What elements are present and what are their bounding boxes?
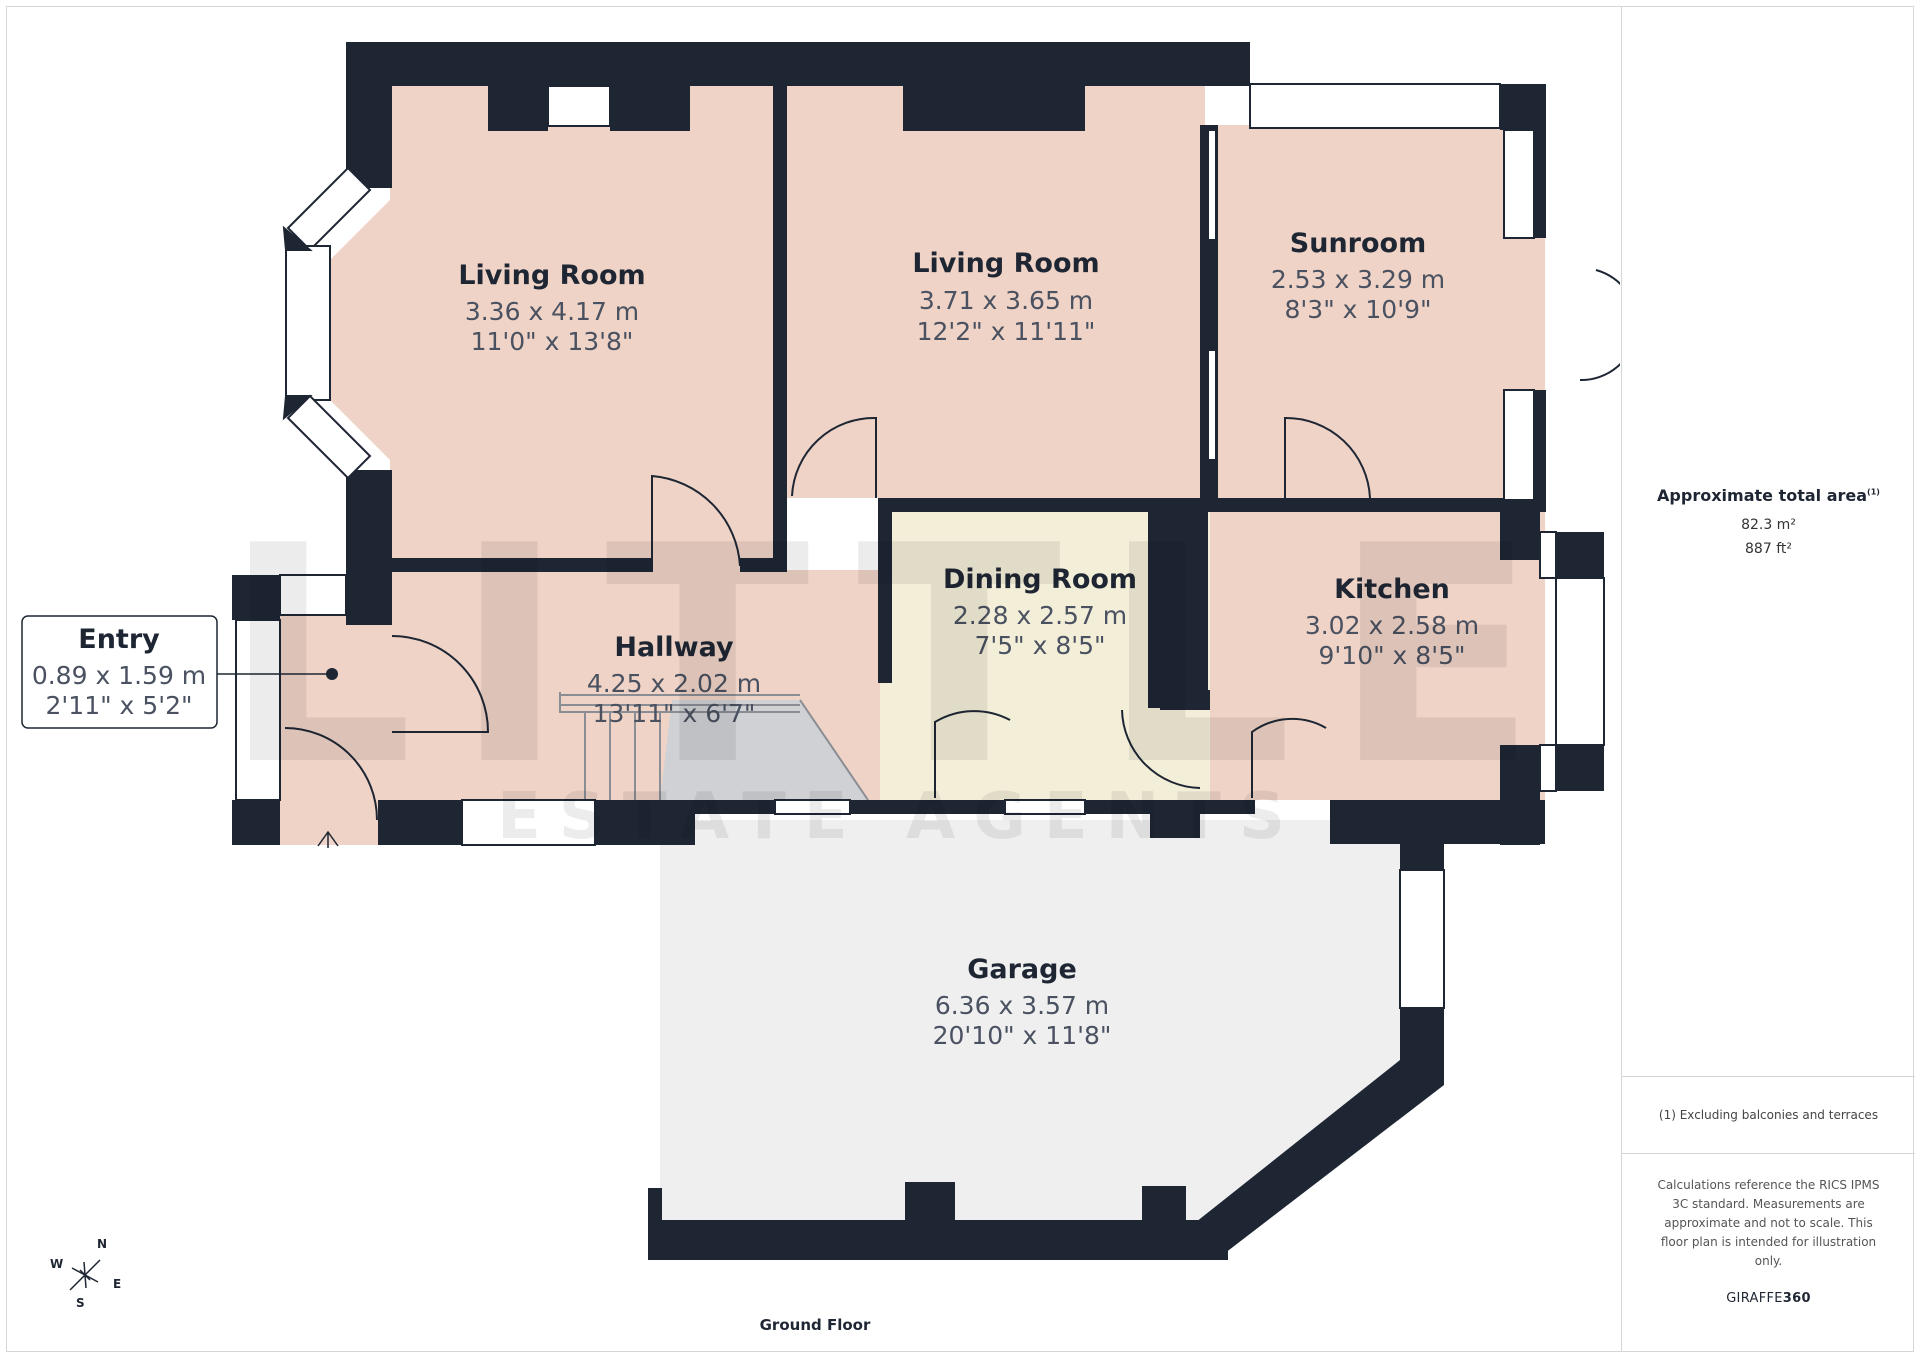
living-room-left-name: Living Room bbox=[458, 260, 645, 291]
area-imperial: 887 ft² bbox=[1745, 541, 1792, 557]
living-room-center-metric: 3.71 x 3.65 m bbox=[919, 286, 1093, 315]
wall-sunroom-top-right bbox=[1500, 84, 1546, 130]
wall-dining-chimney bbox=[1148, 508, 1208, 708]
floor-label: Ground Floor bbox=[759, 1316, 871, 1334]
wall-left-upper bbox=[346, 42, 392, 188]
wall-bottom-g bbox=[1330, 800, 1545, 844]
brand-light: GIRAFFE bbox=[1726, 1291, 1783, 1306]
windows bbox=[235, 83, 1605, 1009]
floor-plan: Living Room 3.36 x 4.17 m 11'0" x 13'8" … bbox=[21, 42, 1620, 1310]
wall-dining-top bbox=[878, 498, 1546, 512]
wall-hall-top-b bbox=[740, 558, 787, 572]
wall-dining-left bbox=[878, 498, 892, 683]
wall-garage-post-b bbox=[1142, 1186, 1186, 1222]
chimney-breast-center bbox=[903, 86, 1085, 131]
dining-room-imperial: 7'5" x 8'5" bbox=[974, 631, 1105, 660]
area-block: Approximate total area(1) 82.3 m² 887 ft… bbox=[1622, 486, 1915, 557]
watermark: LITTLE ESTATE AGENTS bbox=[222, 482, 1577, 854]
wall-garage-post-a bbox=[905, 1182, 955, 1222]
sunroom-floor bbox=[1205, 125, 1545, 505]
compass-north: N bbox=[97, 1237, 107, 1251]
sunroom-name: Sunroom bbox=[1290, 228, 1426, 259]
wall-left-lower bbox=[346, 470, 392, 625]
entry-metric: 0.89 x 1.59 m bbox=[32, 661, 206, 690]
sunroom-metric: 2.53 x 3.29 m bbox=[1271, 265, 1445, 294]
wall-sunroom-right bbox=[1532, 130, 1546, 238]
kitchen-metric: 3.02 x 2.58 m bbox=[1305, 611, 1479, 640]
garage-metric: 6.36 x 3.57 m bbox=[935, 991, 1109, 1020]
wall-sunroom-right-low bbox=[1532, 390, 1546, 498]
compass-east: E bbox=[113, 1277, 121, 1291]
info-sidebar: Approximate total area(1) 82.3 m² 887 ft… bbox=[1621, 6, 1915, 1352]
bay-window bbox=[282, 166, 372, 480]
garage-name: Garage bbox=[967, 954, 1077, 985]
wall-hall-top-a bbox=[392, 558, 652, 572]
brand-bold: 360 bbox=[1782, 1291, 1811, 1306]
living-room-center-floor bbox=[780, 86, 1205, 498]
room-floors bbox=[280, 86, 1545, 1220]
door-swings bbox=[284, 269, 1620, 821]
dining-room-name: Dining Room bbox=[943, 564, 1137, 595]
living-room-left-metric: 3.36 x 4.17 m bbox=[465, 297, 639, 326]
wall-bottom-c bbox=[695, 800, 775, 814]
room-labels: Living Room 3.36 x 4.17 m 11'0" x 13'8" … bbox=[458, 228, 1479, 1050]
wall-dining-right-ledge bbox=[1160, 690, 1210, 710]
wall-bottom-d bbox=[850, 800, 1005, 814]
hallway-metric: 4.25 x 2.02 m bbox=[587, 669, 761, 698]
compass-south: S bbox=[76, 1296, 85, 1310]
wall-living-divider bbox=[773, 86, 787, 570]
wall-kitchen-right bbox=[1500, 500, 1540, 560]
kitchen-name: Kitchen bbox=[1334, 574, 1450, 605]
wall-entry-left-top bbox=[232, 575, 280, 620]
area-metric: 82.3 m² bbox=[1741, 517, 1796, 533]
watermark-line1: LITTLE bbox=[222, 482, 1577, 831]
living-room-center-imperial: 12'2" x 11'11" bbox=[917, 317, 1096, 346]
wall-bottom-b bbox=[595, 800, 695, 845]
entry-callout-dot bbox=[326, 668, 338, 680]
entry-imperial: 2'11" x 5'2" bbox=[46, 691, 193, 720]
garage-imperial: 20'10" x 11'8" bbox=[933, 1021, 1112, 1050]
compass-icon bbox=[69, 1259, 101, 1291]
wall-garage-bottom-left bbox=[648, 1220, 1228, 1260]
wall-bottom-f bbox=[1150, 800, 1200, 838]
footnote: (1) Excluding balconies and terraces bbox=[1622, 1076, 1915, 1154]
area-footnote-mark: (1) bbox=[1867, 487, 1880, 497]
compass-rose: N S E W bbox=[50, 1237, 121, 1310]
chimney-breast-left-b bbox=[610, 86, 690, 131]
compass-west: W bbox=[50, 1257, 63, 1271]
dining-room-metric: 2.28 x 2.57 m bbox=[953, 601, 1127, 630]
sunroom-imperial: 8'3" x 10'9" bbox=[1285, 295, 1432, 324]
hallway-name: Hallway bbox=[614, 632, 734, 663]
stair-treads bbox=[559, 692, 800, 800]
entry-floor bbox=[280, 615, 390, 845]
brand-logo: GIRAFFE360 bbox=[1622, 1291, 1915, 1306]
staircase bbox=[559, 692, 869, 801]
garage-floor bbox=[660, 820, 1400, 1220]
entrance-arrow-icon bbox=[317, 830, 339, 848]
kitchen-imperial: 9'10" x 8'5" bbox=[1319, 641, 1466, 670]
hallway-imperial: 13'11" x 6'7" bbox=[593, 699, 756, 728]
area-label: Approximate total area(1) bbox=[1622, 486, 1915, 505]
disclaimer: Calculations reference the RICS IPMS 3C … bbox=[1657, 1178, 1880, 1268]
living-room-center-name: Living Room bbox=[912, 248, 1099, 279]
living-room-left-imperial: 11'0" x 13'8" bbox=[471, 327, 634, 356]
kitchen-floor bbox=[1210, 508, 1545, 800]
entry-name: Entry bbox=[78, 624, 160, 655]
wall-garage-diagonal bbox=[1196, 1060, 1444, 1260]
wall-bottom-a bbox=[378, 800, 462, 845]
entry-callout-box bbox=[21, 615, 218, 729]
watermark-line2: ESTATE AGENTS bbox=[497, 780, 1303, 854]
wall-garage-right-top bbox=[1400, 840, 1444, 870]
living-room-left-floor bbox=[330, 86, 780, 570]
wall-top-left bbox=[346, 42, 1250, 86]
wall-entry-left-bottom bbox=[232, 800, 280, 845]
entry-callout: Entry 0.89 x 1.59 m 2'11" x 5'2" bbox=[21, 615, 339, 848]
area-label-text: Approximate total area bbox=[1657, 486, 1868, 505]
chimney-breast-left bbox=[488, 86, 548, 131]
